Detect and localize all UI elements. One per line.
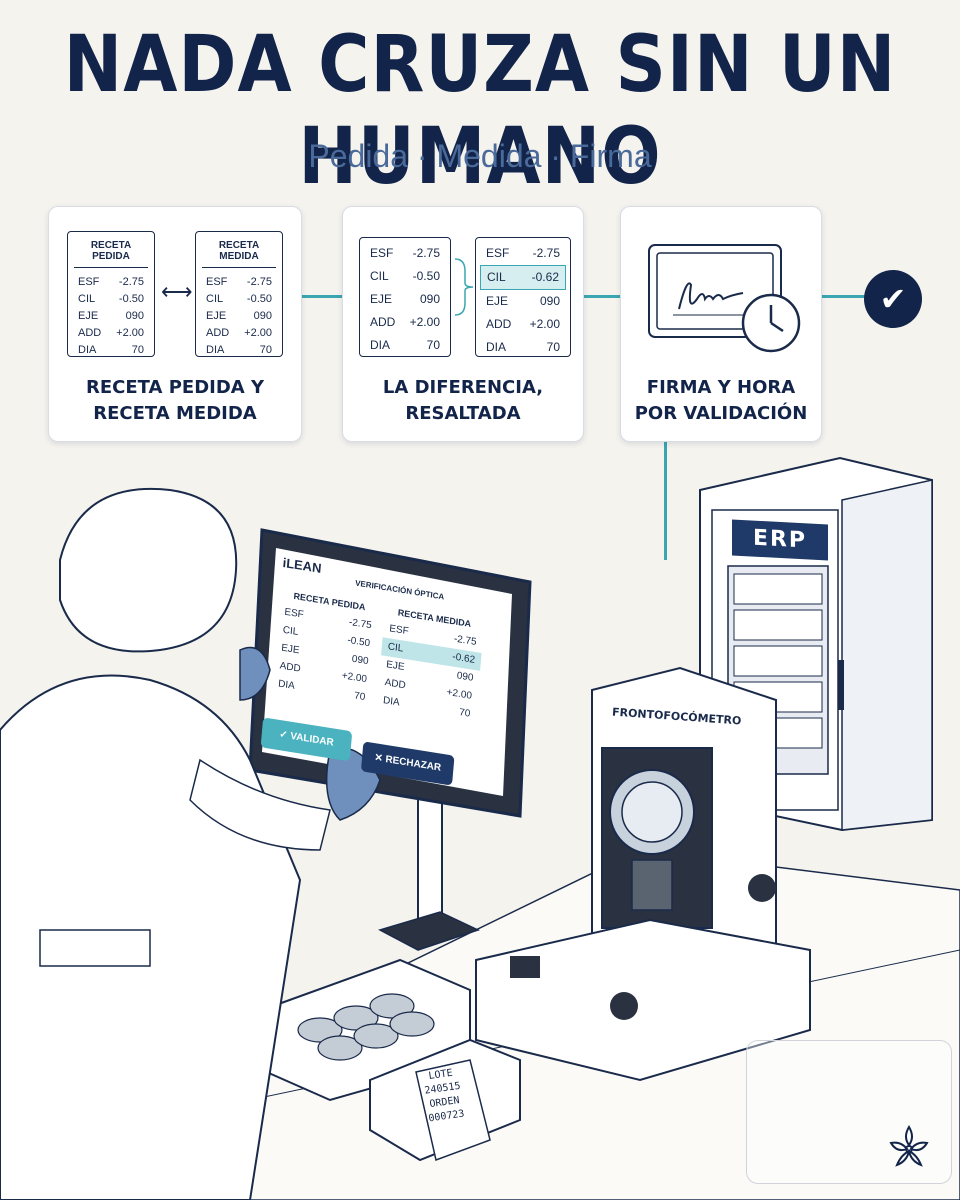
step-card-signature: FIRMA Y HORA POR VALIDACIÓN	[620, 206, 822, 442]
rx-row: ESF-2.75	[78, 276, 144, 288]
rx-card-title: RECETA PEDIDA	[74, 232, 148, 268]
rx-row: ESF-2.75	[206, 276, 272, 288]
rx-row: CIL-0.50	[206, 293, 272, 305]
rx-row: ADD+2.00	[206, 327, 272, 339]
reject-button[interactable]: ✕ RECHAZAR	[360, 741, 455, 786]
logo-box	[746, 1040, 952, 1184]
rx-row: CIL-0.50	[78, 293, 144, 305]
step-caption: LA DIFERENCIA, RESALTADA	[382, 377, 544, 424]
connector-1-2	[301, 295, 343, 298]
validate-button[interactable]: ✓ VALIDAR	[260, 717, 353, 762]
rx-row: ADD+2.00	[78, 327, 144, 339]
double-arrow-icon: ⟷	[161, 279, 193, 304]
connector-3-check	[820, 295, 866, 298]
batch-tag: LOTE 240515 ORDEN 000723	[423, 1067, 466, 1125]
page-subtitle: Pedida · Medida · Firma	[308, 138, 652, 174]
erp-label: ERP	[732, 519, 828, 561]
connector-2-3	[582, 295, 622, 298]
signature-clock-icon	[648, 244, 801, 353]
rx-row: ADD+2.00	[486, 317, 560, 331]
tablet-heading: VERIFICACIÓN ÓPTICA	[354, 578, 445, 602]
rx-row: CIL-0.50	[370, 269, 440, 283]
connector-down	[664, 440, 667, 560]
page-title: NADA CRUZA SIN UN HUMANO	[63, 18, 897, 202]
rx-card-title: RECETA MEDIDA	[202, 232, 276, 268]
tablet-screen: iLEAN VERIFICACIÓN ÓPTICA RECETA PEDIDA …	[257, 548, 506, 823]
flower-logo-icon	[889, 1125, 929, 1167]
bracket-icon	[454, 258, 474, 316]
tablet-brand: iLEAN	[282, 554, 323, 576]
step-caption: FIRMA Y HORA POR VALIDACIÓN	[634, 377, 808, 424]
rx-row: ADD+2.00	[370, 315, 440, 329]
rx-row-highlighted: CIL-0.62	[480, 265, 566, 290]
rx-row: ESF-2.75	[486, 246, 560, 260]
rx-row: ESF-2.75	[370, 246, 440, 260]
lab-scene-illustration	[0, 456, 960, 1200]
step-caption: RECETA PEDIDA Y RECETA MEDIDA	[85, 377, 265, 424]
check-icon: ✔	[864, 270, 922, 328]
